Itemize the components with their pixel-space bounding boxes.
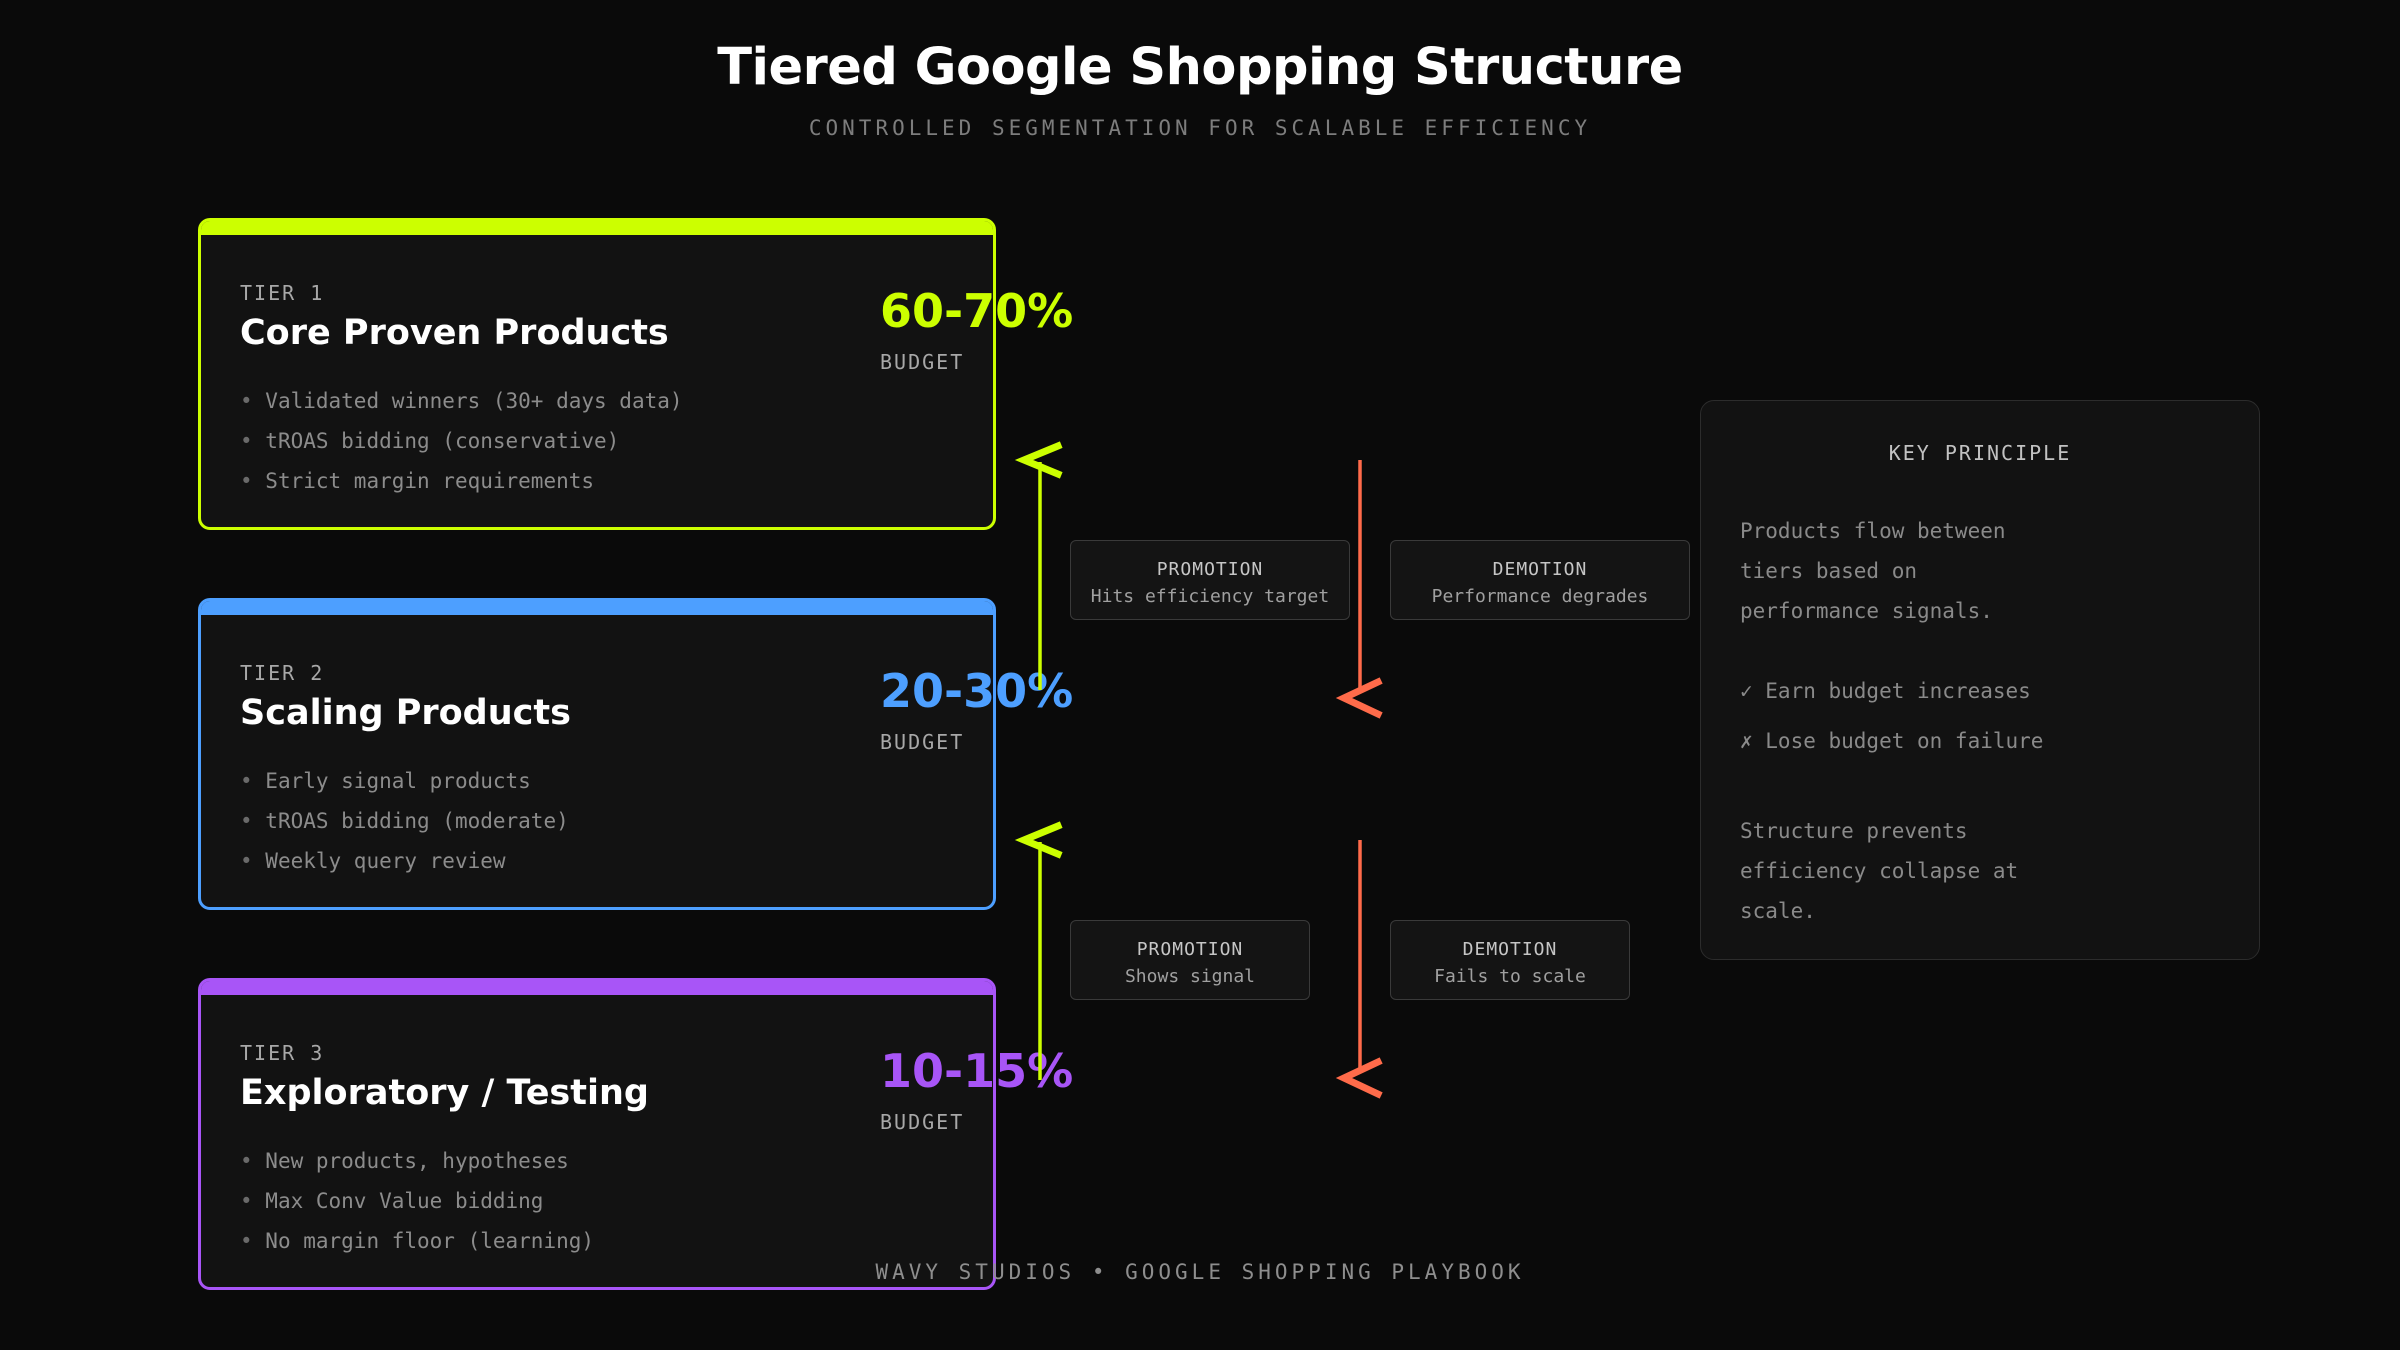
tier-3-name: Exploratory / Testing <box>240 1073 649 1113</box>
page-footer: WAVY STUDIOS • GOOGLE SHOPPING PLAYBOOK <box>875 1260 1525 1284</box>
tier-3-accent-bar <box>201 981 993 995</box>
tier-3-bullet: No margin floor (learning) <box>240 1221 594 1261</box>
flow-title: DEMOTION <box>1462 939 1558 960</box>
tier-2-bullet: Early signal products <box>240 761 569 801</box>
flow-description: Hits efficiency target <box>1090 586 1330 607</box>
tier-1-budget: 60-70% <box>880 284 1074 338</box>
page-title: Tiered Google Shopping Structure <box>717 38 1683 97</box>
tier-3-bullet: Max Conv Value bidding <box>240 1181 594 1221</box>
tier-3-label: TIER 3 <box>240 1041 325 1065</box>
tier-3-bullets: New products, hypotheses Max Conv Value … <box>240 1141 594 1261</box>
tier-3-card: TIER 3 Exploratory / Testing New product… <box>198 978 996 1290</box>
tier-1-bullets: Validated winners (30+ days data) tROAS … <box>240 381 683 501</box>
upper-promotion-box: PROMOTION Hits efficiency target <box>1070 540 1350 620</box>
tier-2-accent-bar <box>201 601 993 615</box>
tier-2-bullets: Early signal products tROAS bidding (mod… <box>240 761 569 881</box>
tier-2-label: TIER 2 <box>240 661 325 685</box>
tier-1-name: Core Proven Products <box>240 313 669 353</box>
principle-body-line: performance signals. <box>1740 599 1993 623</box>
demotion-arrowhead-icon <box>1335 677 1383 719</box>
tier-1-label: TIER 1 <box>240 281 325 305</box>
principle-closing-line: efficiency collapse at <box>1740 859 2019 883</box>
principle-body-line: tiers based on <box>1740 559 1918 583</box>
lower-promotion-box: PROMOTION Shows signal <box>1070 920 1310 1000</box>
tier-3-budget-label: BUDGET <box>880 1110 965 1134</box>
flow-description: Shows signal <box>1124 966 1256 987</box>
tier-1-accent-bar <box>201 221 993 235</box>
flow-title: DEMOTION <box>1492 559 1588 580</box>
tier-1-bullet: Validated winners (30+ days data) <box>240 381 682 421</box>
promotion-arrowhead-icon <box>1014 441 1063 479</box>
flow-description: Fails to scale <box>1434 966 1586 987</box>
upper-demotion-box: DEMOTION Performance degrades <box>1390 540 1690 620</box>
principle-lose-line: ✗ Lose budget on failure <box>1740 729 2044 753</box>
tier-3-bullet: New products, hypotheses <box>240 1141 594 1181</box>
principle-body-line: Products flow between <box>1740 519 2006 543</box>
demotion-arrowhead-icon <box>1335 1057 1383 1099</box>
principle-earn-line: ✓ Earn budget increases <box>1740 679 2031 703</box>
principle-closing-line: Structure prevents <box>1740 819 1968 843</box>
lower-demotion-box: DEMOTION Fails to scale <box>1390 920 1630 1000</box>
tier-1-bullet: tROAS bidding (conservative) <box>240 421 683 461</box>
flow-title: PROMOTION <box>1136 939 1244 960</box>
promotion-arrowhead-icon <box>1014 821 1063 859</box>
tier-2-bullet: Weekly query review <box>240 841 569 881</box>
tier-1-bullet: Strict margin requirements <box>240 461 683 501</box>
tier-2-card: TIER 2 Scaling Products Early signal pro… <box>198 598 996 910</box>
principle-closing-line: scale. <box>1740 899 1816 923</box>
tier-1-budget-label: BUDGET <box>880 350 965 374</box>
tier-2-bullet: tROAS bidding (moderate) <box>240 801 568 841</box>
tier-2-budget-label: BUDGET <box>880 730 965 754</box>
page-subtitle: CONTROLLED SEGMENTATION FOR SCALABLE EFF… <box>808 116 1592 140</box>
flow-title: PROMOTION <box>1156 559 1264 580</box>
tier-1-card: TIER 1 Core Proven Products Validated wi… <box>198 218 996 530</box>
key-principle-panel: KEY PRINCIPLE Products flow between tier… <box>1700 400 2260 960</box>
key-principle-heading: KEY PRINCIPLE <box>1888 441 2072 465</box>
tier-2-name: Scaling Products <box>240 693 571 733</box>
flow-description: Performance degrades <box>1431 586 1649 607</box>
